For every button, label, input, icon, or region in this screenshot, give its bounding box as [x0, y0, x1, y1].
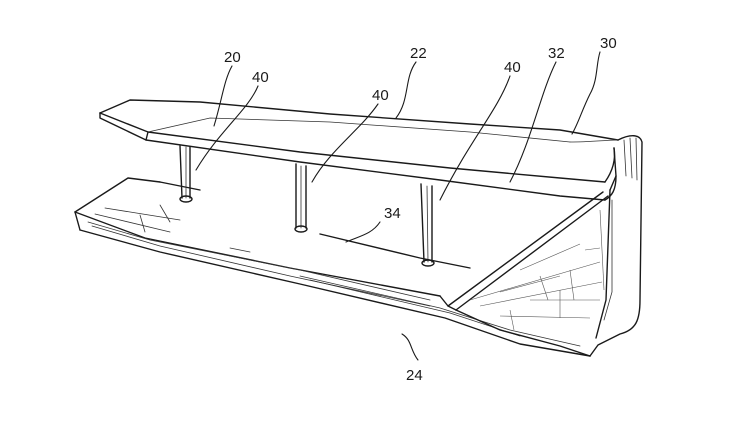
end-cap [439, 135, 643, 357]
ref-label-34: 34 [384, 205, 401, 222]
leader-40-right [439, 75, 511, 201]
support-post-right [420, 183, 435, 267]
ref-label-40-middle: 40 [372, 87, 389, 104]
leader-40-middle [311, 103, 379, 183]
leader-20 [213, 65, 233, 127]
support-post-left [179, 145, 193, 203]
ref-label-40-right: 40 [504, 59, 521, 76]
support-post-middle [294, 163, 308, 233]
reference-numerals: 20 40 22 40 40 32 30 34 24 [224, 35, 617, 384]
leader-24 [401, 333, 419, 361]
ref-label-20: 20 [224, 49, 241, 66]
ref-label-24: 24 [406, 367, 423, 384]
ref-label-30: 30 [600, 35, 617, 52]
leader-40-left [195, 85, 259, 171]
canopy [99, 99, 619, 201]
ref-label-22: 22 [410, 45, 427, 62]
leader-22 [395, 61, 417, 119]
leader-lines [195, 51, 601, 361]
ref-label-32: 32 [548, 45, 565, 62]
support-posts [179, 145, 435, 267]
base-tray [74, 177, 591, 357]
leader-32 [509, 61, 557, 183]
leader-30 [571, 51, 601, 135]
ref-label-40-left: 40 [252, 69, 269, 86]
leader-34 [345, 221, 381, 243]
